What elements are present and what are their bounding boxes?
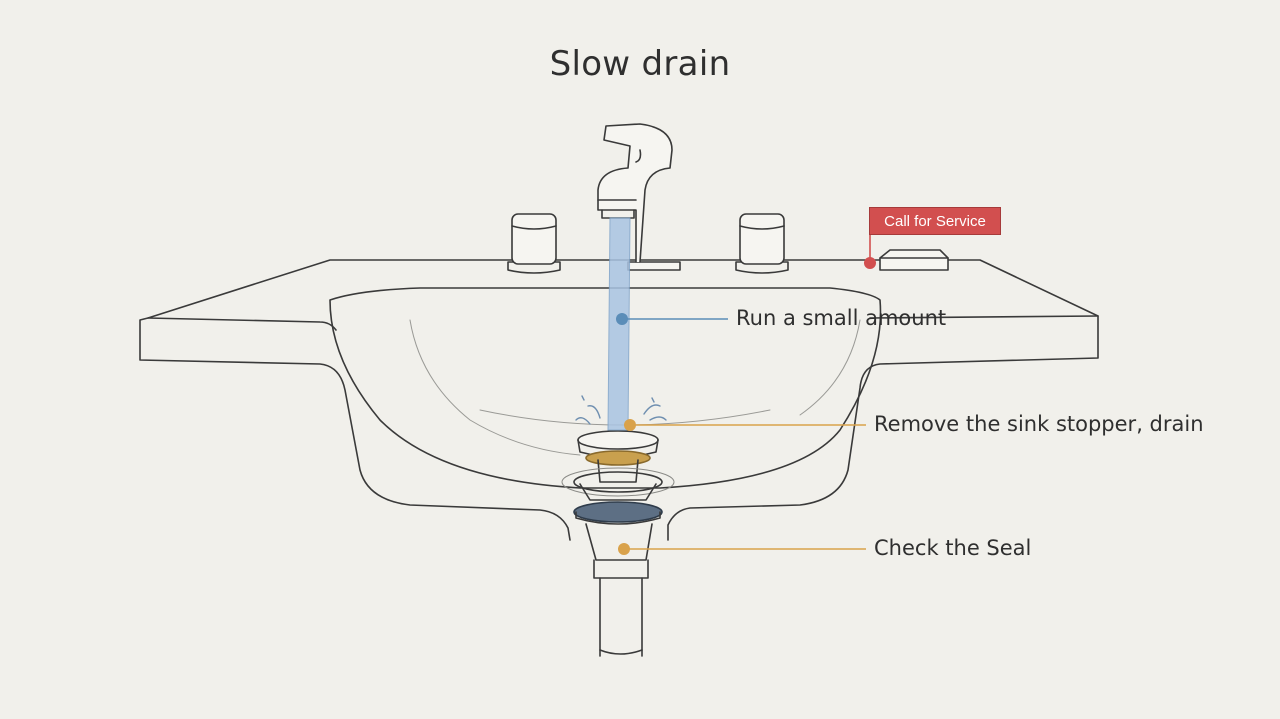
diagram-title: Slow drain [549,44,731,84]
callout-seal [618,543,866,555]
left-handle [507,213,561,274]
callout-run [616,313,728,325]
faucet [597,123,681,271]
callout-service [864,235,876,269]
callout-label-remove: Remove the sink stopper, drain [874,412,1204,436]
countertop [139,259,1099,541]
basin [329,287,882,489]
basin-shading-right [799,319,861,416]
drain-stopper [577,430,659,483]
call-for-service-button[interactable]: Call for Service [869,207,1001,235]
countertop-rim [147,317,337,331]
drain-flange [561,467,675,525]
basin-shading [409,319,581,456]
callout-label-run: Run a small amount [736,306,947,330]
water-splash [575,395,667,425]
callout-remove [624,419,866,431]
callout-label-seal: Check the Seal [874,536,1032,560]
drain-pipe [585,523,653,657]
countertop-rim-right [869,315,1099,319]
service-button-device [879,249,949,271]
right-handle [735,213,789,274]
